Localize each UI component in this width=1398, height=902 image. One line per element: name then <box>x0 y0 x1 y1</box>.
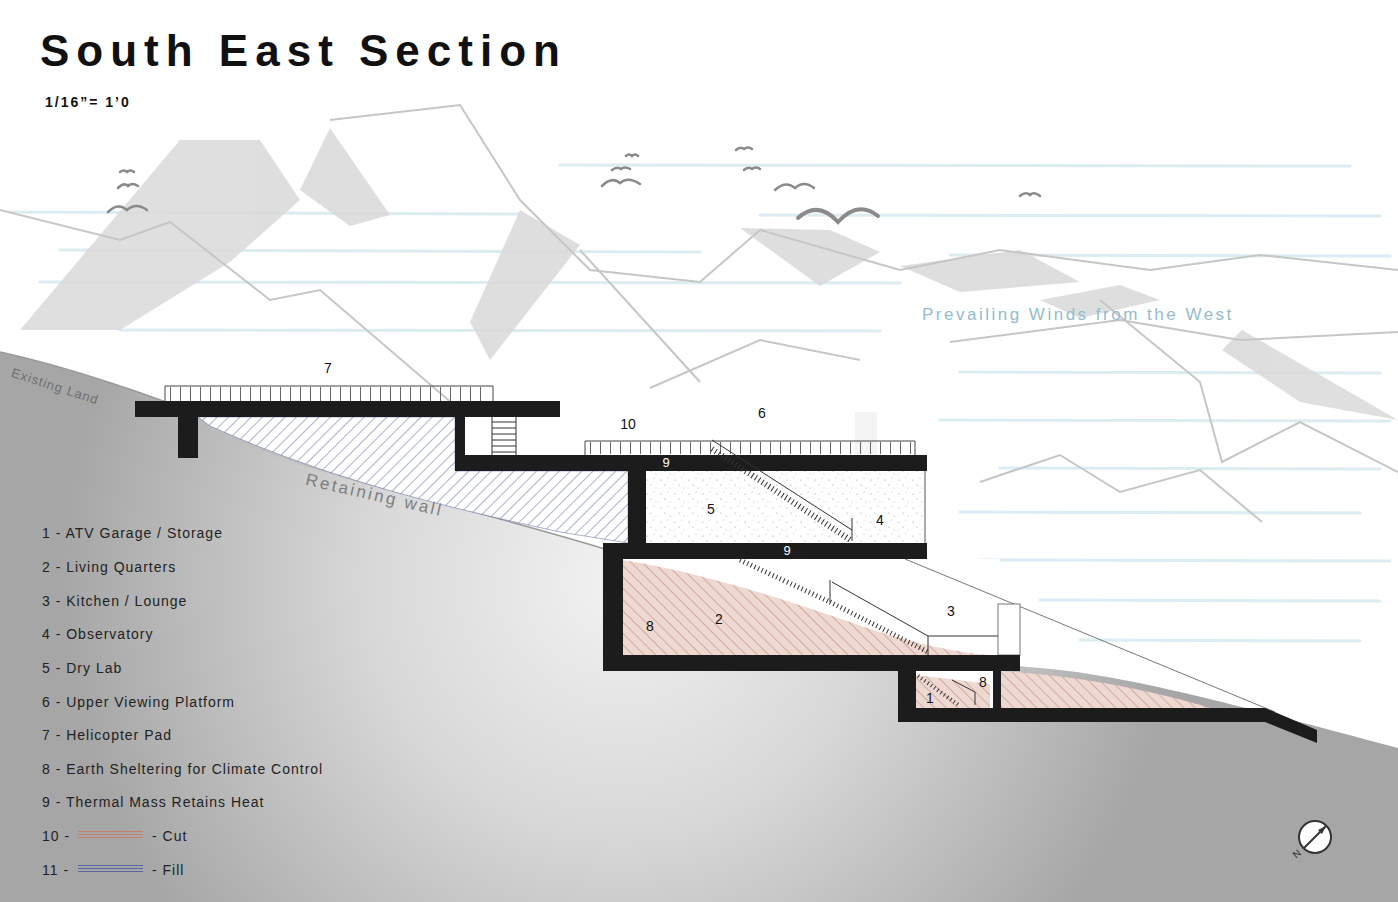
legend-text: 6 - Upper Viewing Platform <box>42 694 235 710</box>
callout-number: 9 <box>783 544 790 559</box>
legend-text: 9 - Thermal Mass Retains Heat <box>42 794 264 810</box>
legend-number: 11 - <box>42 862 69 878</box>
callout-number: 2 <box>715 611 723 627</box>
legend-text: 1 - ATV Garage / Storage <box>42 525 223 541</box>
callout-number: 7 <box>324 360 332 376</box>
callout-number: 8 <box>646 618 654 634</box>
legend-swatch <box>78 865 143 874</box>
callout-number: 10 <box>620 416 636 432</box>
scale-note: 1/16”= 1’0 <box>45 94 131 110</box>
legend-number: 10 - <box>42 828 70 844</box>
legend-text: 8 - Earth Sheltering for Climate Control <box>42 761 323 777</box>
wind-note: Prevailing Winds from the West <box>922 305 1234 325</box>
callout-number: 6 <box>758 405 766 421</box>
callout-number: 1 <box>926 690 934 706</box>
callout-number: 4 <box>876 512 884 528</box>
callout-number: 9 <box>662 456 669 471</box>
legend-text: 7 - Helicopter Pad <box>42 727 172 743</box>
legend-text: 3 - Kitchen / Lounge <box>42 593 187 609</box>
legend-text: 4 - Observatory <box>42 626 153 642</box>
title: South East Section <box>40 26 567 77</box>
legend-text: 2 - Living Quarters <box>42 559 176 575</box>
legend-text: - Fill <box>152 862 184 878</box>
legend-text: 5 - Dry Lab <box>42 660 122 676</box>
legend-swatch <box>78 831 143 840</box>
legend-text: - Cut <box>152 828 187 844</box>
callout-number: 5 <box>707 501 715 517</box>
callout-number: 3 <box>947 603 955 619</box>
callout-number: 8 <box>979 674 987 690</box>
